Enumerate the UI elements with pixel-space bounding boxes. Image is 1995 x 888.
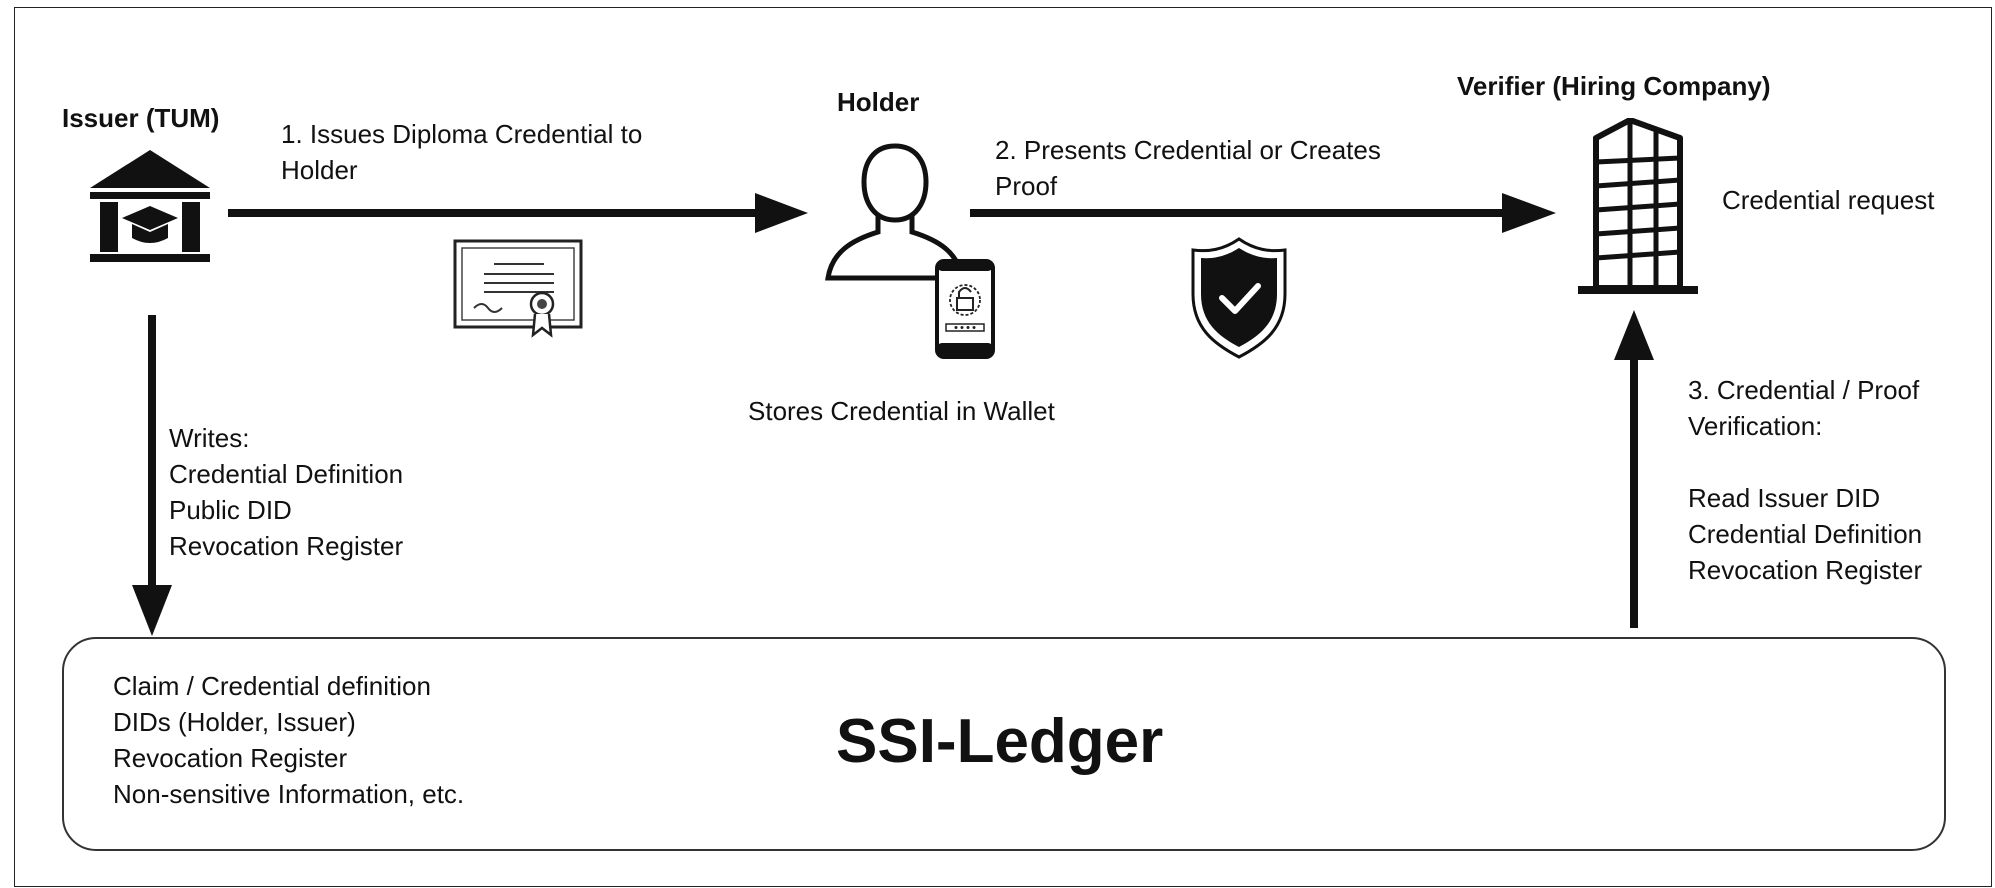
issuer-title: Issuer (TUM): [62, 103, 220, 133]
issue-step-line: Holder: [281, 155, 358, 185]
ledger-contents: Claim / Credential definition DIDs (Hold…: [113, 668, 464, 812]
ledger-title: SSI-Ledger: [836, 707, 1164, 776]
ledger-content-line: Revocation Register: [113, 743, 348, 773]
office-building-icon: [1578, 118, 1698, 294]
present-step-line: 2. Presents Credential or Creates: [995, 135, 1381, 165]
ssi-ledger-box: [62, 637, 1946, 851]
verifier-title: Verifier (Hiring Company): [1457, 71, 1771, 101]
holder-caption: Stores Credential in Wallet: [748, 396, 1055, 426]
verify-step-line: Read Issuer DID: [1688, 483, 1881, 513]
holder-title: Holder: [837, 87, 920, 117]
writes-line: Public DID: [169, 495, 292, 525]
smartphone-lock-icon: [935, 259, 995, 359]
credential-request-label: Credential request: [1722, 185, 1935, 215]
verify-step-line: 3. Credential / Proof: [1688, 375, 1920, 405]
verify-arrow-head: [1614, 310, 1654, 360]
certificate-icon: [453, 239, 583, 338]
verify-step-label: 3. Credential / Proof Verification: Read…: [1688, 372, 1922, 588]
shield-check-icon: [1191, 237, 1287, 359]
writes-line: Revocation Register: [169, 531, 404, 561]
writes-line: Writes:: [169, 423, 250, 453]
ledger-content-line: DIDs (Holder, Issuer): [113, 707, 356, 737]
writes-label: Writes: Credential Definition Public DID…: [169, 420, 403, 564]
university-icon: [90, 150, 210, 262]
verify-step-line: Revocation Register: [1688, 555, 1923, 585]
issue-step-line: 1. Issues Diploma Credential to: [281, 119, 643, 149]
verify-step-line: Credential Definition: [1688, 519, 1923, 549]
present-arrow-head: [1502, 193, 1556, 233]
issue-arrow-head: [755, 193, 808, 233]
issue-step-label: 1. Issues Diploma Credential to Holder: [281, 116, 642, 188]
present-step-label: 2. Presents Credential or Creates Proof: [995, 132, 1381, 204]
present-step-line: Proof: [995, 171, 1058, 201]
person-icon: [825, 143, 965, 281]
ledger-content-line: Claim / Credential definition: [113, 671, 431, 701]
verify-step-line: Verification:: [1688, 411, 1823, 441]
ledger-content-line: Non-sensitive Information, etc.: [113, 779, 465, 809]
verify-step-line: [1688, 444, 1922, 480]
writes-arrow-head: [132, 585, 172, 636]
writes-line: Credential Definition: [169, 459, 404, 489]
